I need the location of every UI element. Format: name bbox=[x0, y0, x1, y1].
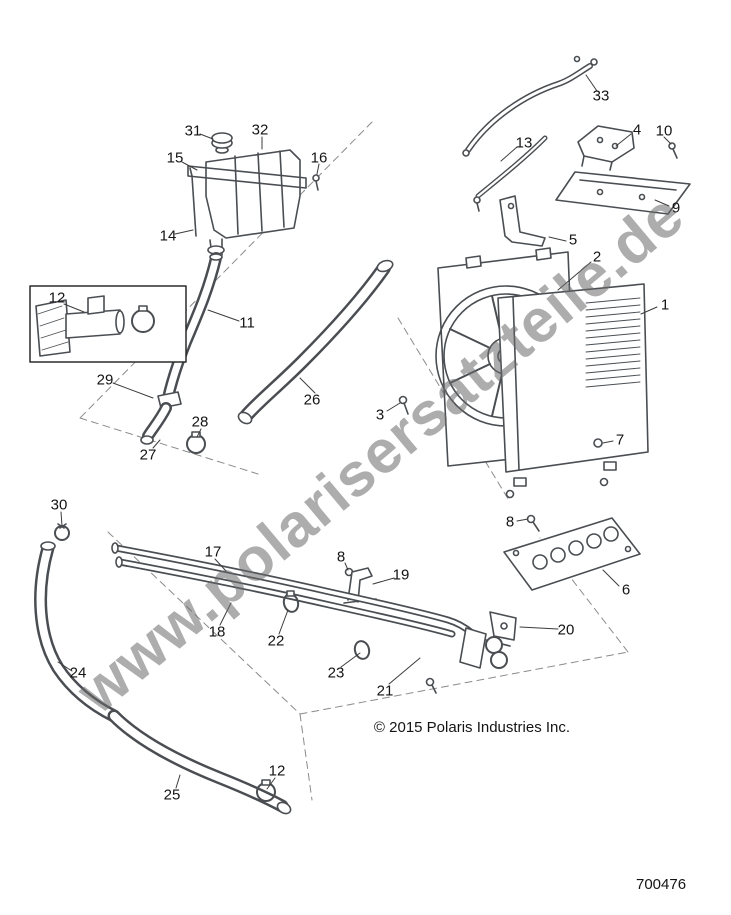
side-bracket bbox=[499, 195, 546, 247]
reservoir-bracket bbox=[187, 165, 320, 237]
construction-lines bbox=[79, 121, 629, 801]
overflow-tube bbox=[473, 135, 548, 212]
detail-inset-box bbox=[29, 285, 187, 363]
coolant-reservoir bbox=[205, 132, 301, 239]
vent-hose bbox=[462, 55, 598, 157]
upper-bracket bbox=[577, 125, 635, 171]
mount-plate bbox=[555, 171, 691, 215]
pipe-bracket-20 bbox=[489, 611, 517, 641]
figure-number: 700476 bbox=[636, 876, 687, 893]
hose-clamp-28 bbox=[186, 431, 206, 454]
hose-clamp-22 bbox=[282, 590, 300, 613]
coolant-pipes bbox=[111, 542, 476, 638]
lower-hose-24 bbox=[34, 541, 121, 723]
screw-3 bbox=[398, 395, 409, 415]
reservoir-outlet bbox=[207, 238, 225, 257]
copyright-text: © 2015 Polaris Industries Inc. bbox=[373, 719, 571, 736]
leader-lines bbox=[57, 74, 672, 790]
radiator bbox=[497, 283, 649, 499]
pipe-end-fittings bbox=[353, 627, 511, 694]
upper-radiator-hose bbox=[237, 259, 394, 425]
screw-10 bbox=[668, 142, 678, 159]
elbow-hose bbox=[140, 402, 172, 445]
screw-8-right bbox=[526, 514, 540, 532]
lower-hose-25 bbox=[107, 709, 292, 815]
hose-clamp-12 bbox=[256, 779, 276, 802]
lower-mount-bracket bbox=[503, 517, 641, 591]
